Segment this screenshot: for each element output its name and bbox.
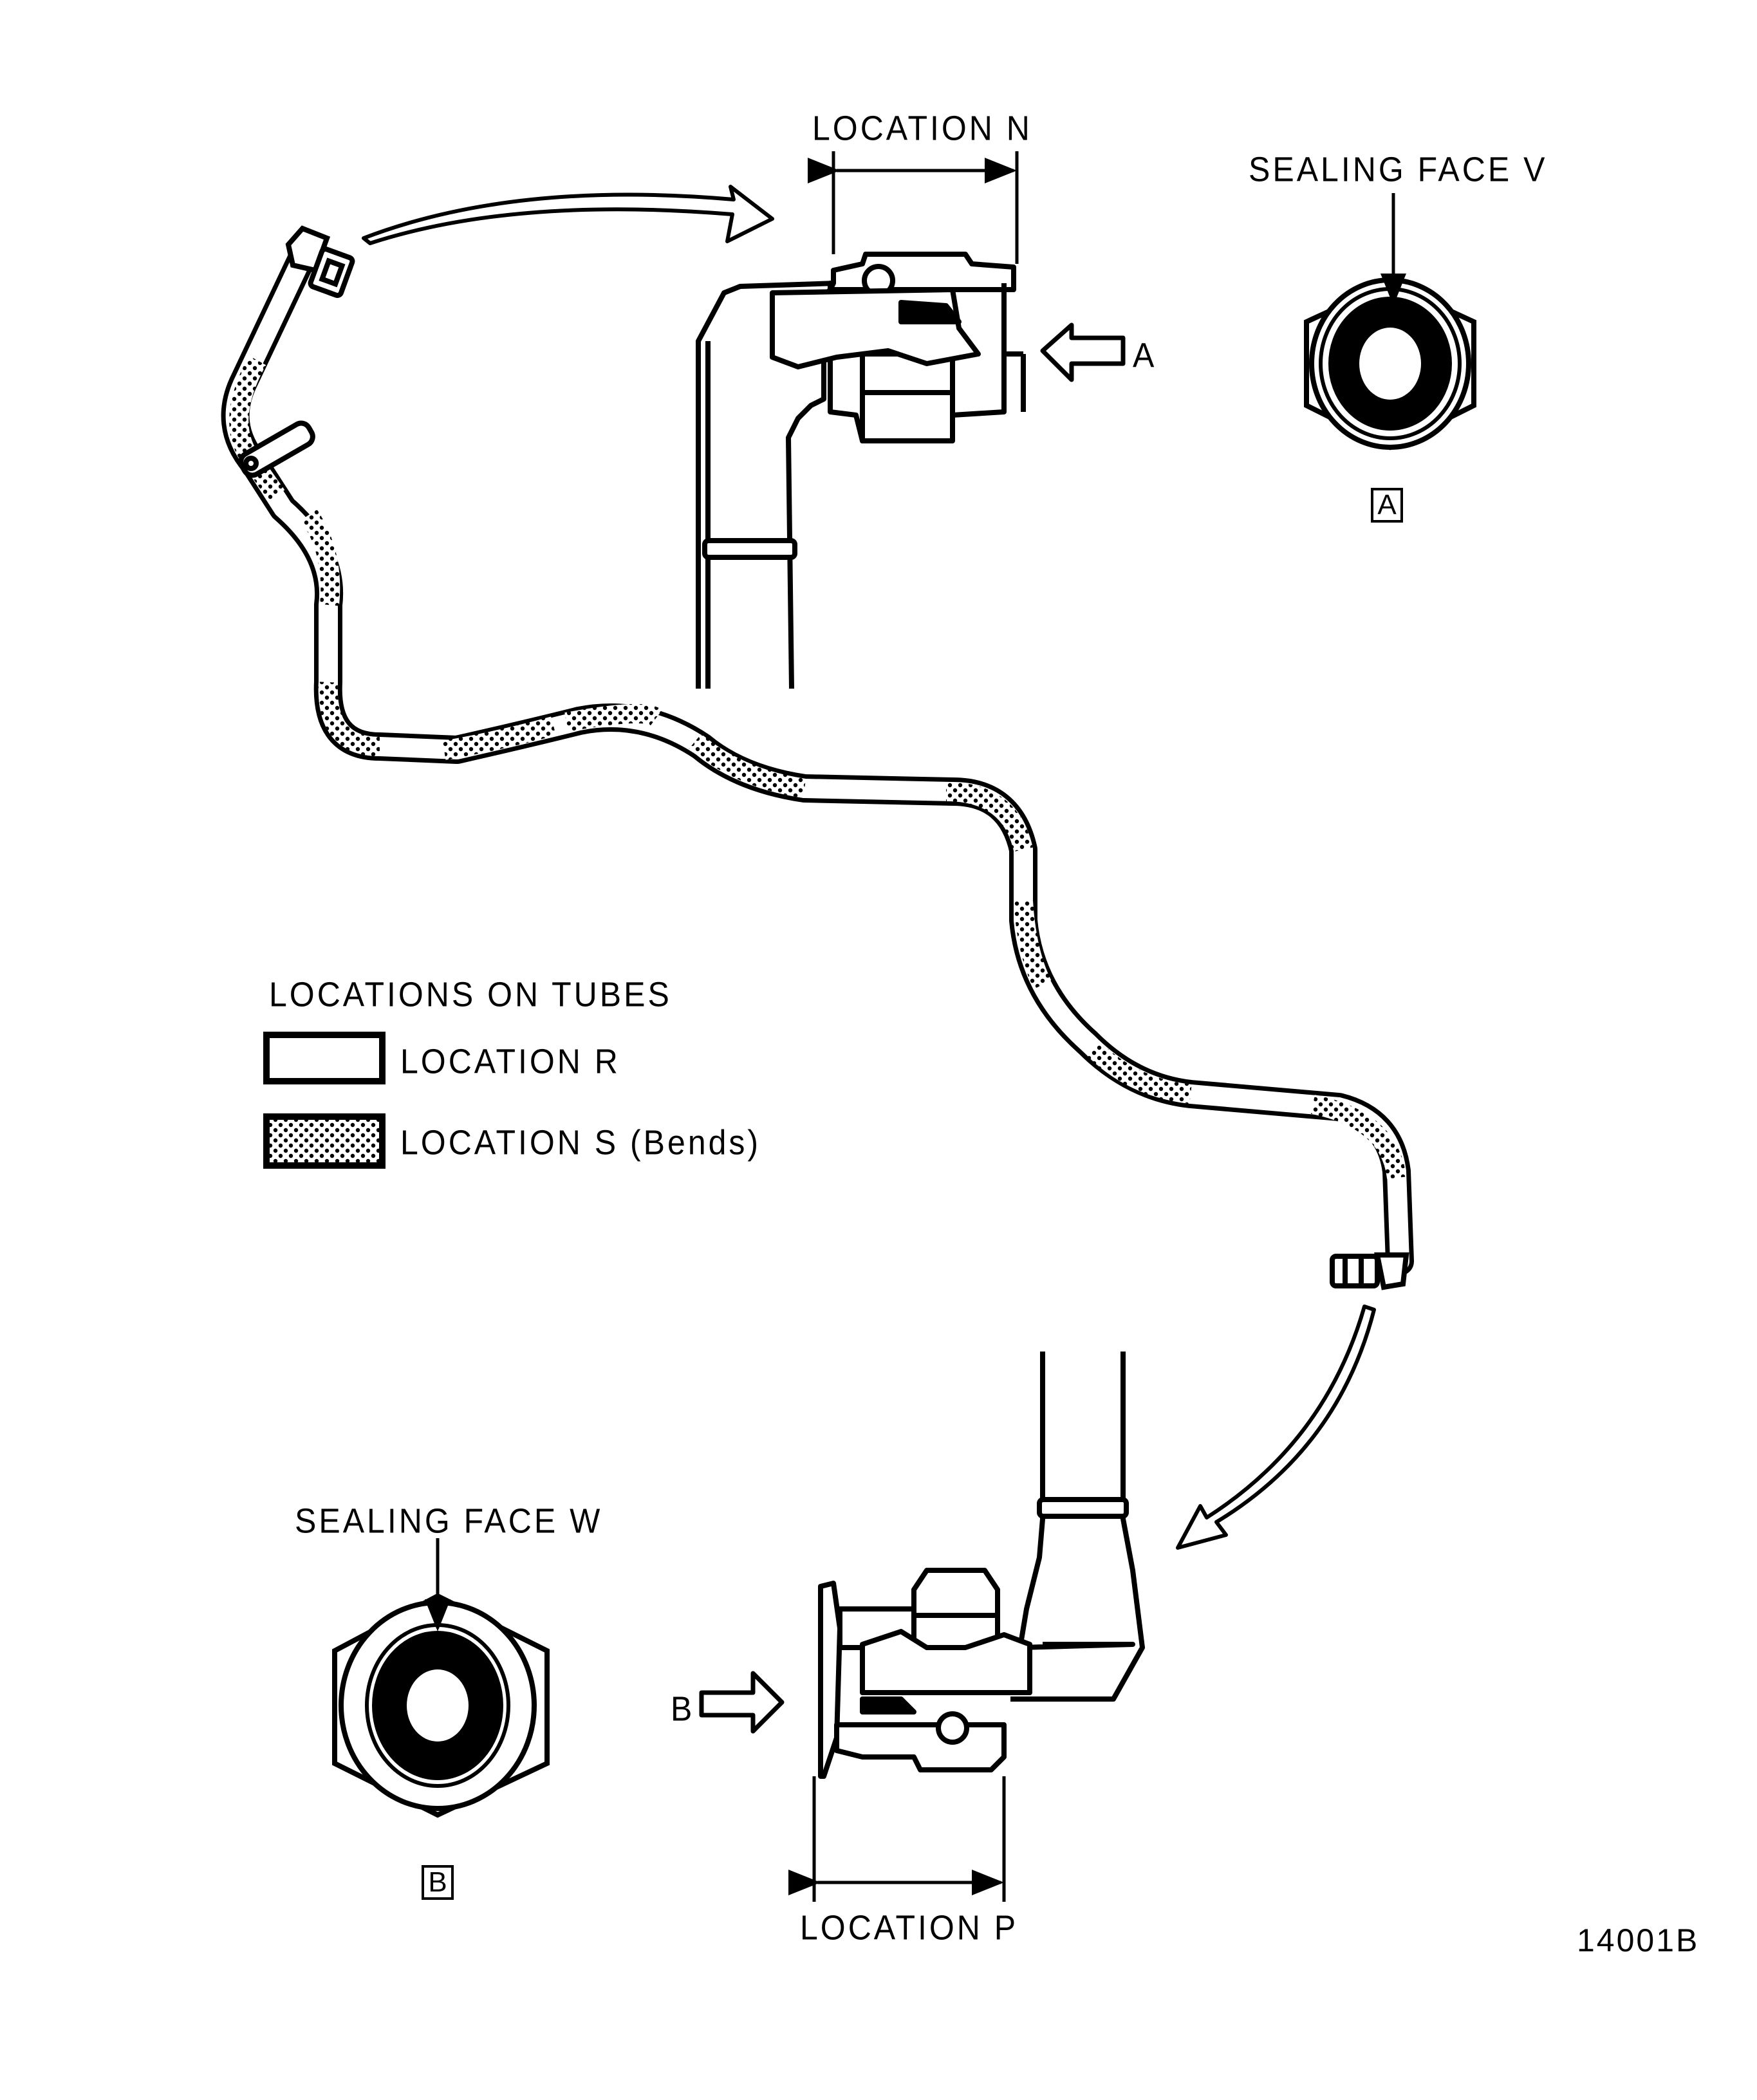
location-n-dimension: [808, 151, 1019, 264]
view-b-sealing-face-w: [332, 1538, 550, 1818]
bend-10: [1310, 1095, 1406, 1180]
legend-swatch-stippled: [263, 1113, 386, 1169]
legend-swatch-plain: [263, 1032, 386, 1084]
view-a-arrow-label: A: [1133, 335, 1157, 375]
bottom-fitting-section: [818, 1352, 1145, 1779]
tube-outline: [221, 243, 1414, 1276]
tube-bends-location-s: [229, 355, 1406, 1180]
legend-title: LOCATIONS ON TUBES: [269, 974, 672, 1014]
connection-arrow-bottom: [1176, 1305, 1376, 1550]
sealing-face-w-label: SEALING FACE W: [295, 1501, 603, 1541]
view-b-arrow-label: B: [671, 1689, 695, 1729]
view-b-tag: B: [422, 1865, 454, 1900]
top-fitting-section: [696, 252, 1026, 689]
bend-6: [689, 734, 806, 798]
tube-upper-end-fitting: [285, 225, 355, 298]
view-a-arrow: [1040, 322, 1126, 382]
legend-swatches: [263, 1032, 386, 1169]
bend-8: [1014, 900, 1052, 989]
location-p-label: LOCATION P: [800, 1908, 1019, 1947]
view-b-arrow: [699, 1671, 785, 1734]
bend-9: [1087, 1042, 1192, 1104]
view-a-tag: A: [1371, 488, 1403, 523]
figure-id: 14001B: [1577, 1922, 1700, 1958]
location-n-label: LOCATION N: [812, 108, 1032, 148]
connection-arrow-top: [362, 185, 774, 245]
sealing-face-v-label: SEALING FACE V: [1249, 149, 1548, 189]
tube-assembly: [221, 225, 1414, 1290]
bend-2: [301, 509, 340, 606]
location-p-dimension: [788, 1776, 1006, 1902]
legend-item-location-s: LOCATION S (Bends): [400, 1122, 761, 1162]
bend-4: [442, 716, 556, 760]
tube-lower-end-fitting: [1330, 1252, 1409, 1290]
bend-5: [564, 703, 662, 732]
tube-clamp: [238, 420, 315, 478]
view-a-sealing-face-v: [1304, 193, 1476, 451]
bend-3: [318, 682, 380, 756]
legend-item-location-r: LOCATION R: [400, 1041, 620, 1081]
bend-7: [945, 782, 1033, 852]
